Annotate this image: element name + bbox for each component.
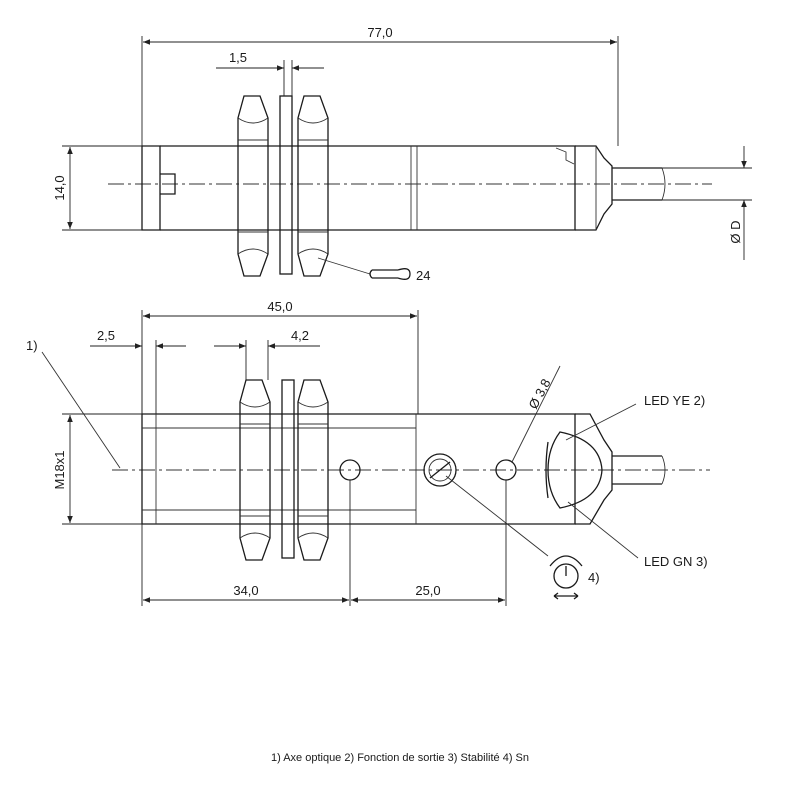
sensitivity-callout: 4) (588, 570, 600, 585)
legend-caption: 1) Axe optique 2) Fonction de sortie 3) … (270, 752, 530, 764)
overall-length-label: 77,0 (367, 25, 392, 40)
hole-diameter-leader (511, 365, 561, 463)
rotate-arrow-icon (549, 555, 583, 567)
top-view: 24 77,0 1,5 14,0 Ø D (52, 25, 752, 283)
cable-diameter-label: Ø D (728, 220, 743, 243)
body-diameter-label: 14,0 (52, 175, 67, 200)
adjust-dial-icon (553, 563, 579, 589)
top-washer (279, 95, 293, 275)
sensitivity-leader (445, 475, 549, 557)
optical-axis-leader (41, 351, 121, 469)
optical-offset-label: 2,5 (97, 328, 115, 343)
thread-spec-label: M18x1 (52, 450, 67, 489)
dist-second-label: 25,0 (415, 583, 440, 598)
nut-width-label: 4,2 (291, 328, 309, 343)
potentiometer-slot (429, 461, 451, 479)
top-nose-cone (575, 145, 613, 231)
led-green-leader (567, 501, 639, 559)
led-yellow-leader (565, 403, 637, 441)
side-nose-cone (575, 413, 613, 525)
washer-thickness-label: 1,5 (229, 50, 247, 65)
led-green-label: LED GN 3) (644, 554, 708, 569)
top-sensor-body (160, 145, 576, 231)
side-nut-left (239, 379, 271, 561)
top-nut-right (297, 95, 329, 277)
wrench-icon (369, 268, 411, 280)
top-back-cap (141, 145, 161, 231)
led-yellow-label: LED YE 2) (644, 393, 705, 408)
side-threaded-body (141, 413, 576, 525)
optical-axis-callout: 1) (26, 338, 38, 353)
wrench-size-label: 24 (416, 268, 430, 283)
side-view: 4) Ø 3,8 LED YE 2) LED GN 3) 1) 45,0 2,5… (26, 299, 710, 606)
led-window (545, 441, 549, 499)
potentiometer (423, 453, 457, 487)
thread-length-label: 45,0 (267, 299, 292, 314)
top-nut-left (237, 95, 269, 277)
wrench-leader (317, 257, 371, 275)
dist-first-label: 34,0 (233, 583, 258, 598)
side-nut-right (297, 379, 329, 561)
side-washer (281, 379, 295, 559)
hole-diameter-label: Ø 3,8 (525, 376, 553, 411)
